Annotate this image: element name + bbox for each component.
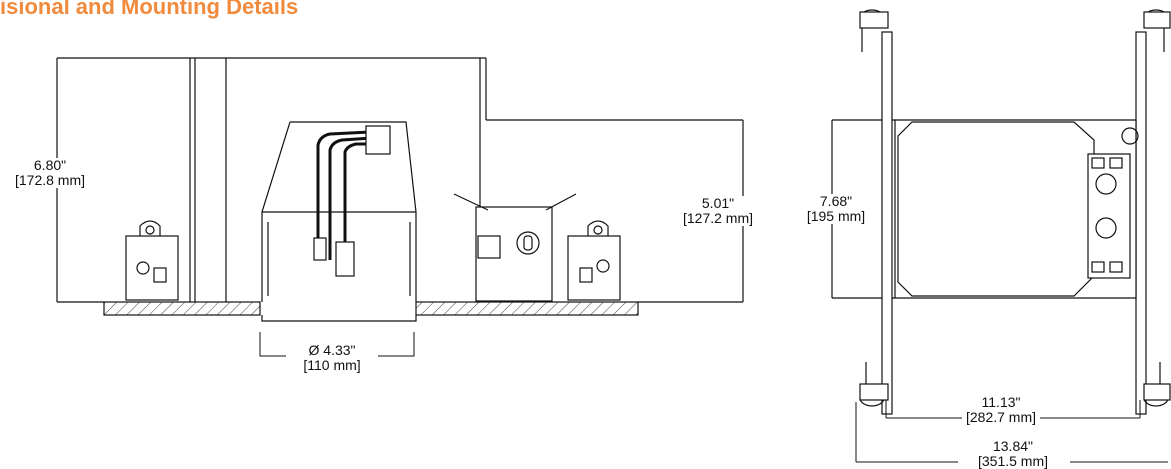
side-elevation: [56, 57, 744, 322]
dim-housing-height-in: 5.01": [701, 195, 735, 211]
dim-outer-width-in: 13.84": [992, 438, 1033, 454]
clamp: [1143, 9, 1171, 52]
dim-housing-height: 5.01" [127.2 mm]: [672, 196, 764, 226]
dim-inner-width: 11.13" [282.7 mm]: [962, 395, 1040, 425]
mounting-clip: [125, 235, 179, 301]
ceiling-section: [103, 301, 261, 316]
dim-inner-width-mm: [282.7 mm]: [965, 409, 1037, 425]
dimension-lines: [259, 332, 415, 357]
plan-dimension-lines: [855, 400, 1168, 463]
clamp: [859, 362, 889, 407]
clamp: [859, 9, 889, 52]
dim-aperture: Ø 4.33" [110 mm]: [292, 343, 372, 373]
dim-plan-height: 7.68" [195 mm]: [796, 194, 876, 224]
mounting-clip: [567, 235, 621, 301]
dim-total-height-mm: [172.8 mm]: [14, 172, 86, 188]
plan-view: [831, 9, 1171, 415]
dim-aperture-mm: [110 mm]: [303, 357, 361, 373]
dim-plan-height-in: 7.68": [819, 193, 853, 209]
dim-outer-width: 13.84" [351.5 mm]: [958, 439, 1068, 469]
dim-aperture-in: Ø 4.33": [308, 342, 356, 358]
section-title: isional and Mounting Details: [0, 0, 299, 19]
dim-outer-width-mm: [351.5 mm]: [977, 453, 1049, 469]
dim-plan-height-mm: [195 mm]: [806, 208, 866, 224]
hanger-bar: [881, 31, 893, 415]
ceiling-section: [415, 301, 639, 316]
hanger-bar: [1135, 31, 1147, 415]
dim-inner-width-in: 11.13": [981, 394, 1021, 410]
dim-total-height: 6.80" [172.8 mm]: [6, 158, 94, 188]
dim-total-height-in: 6.80": [33, 157, 67, 173]
dim-housing-height-mm: [127.2 mm]: [682, 210, 754, 226]
clamp: [1143, 362, 1171, 407]
